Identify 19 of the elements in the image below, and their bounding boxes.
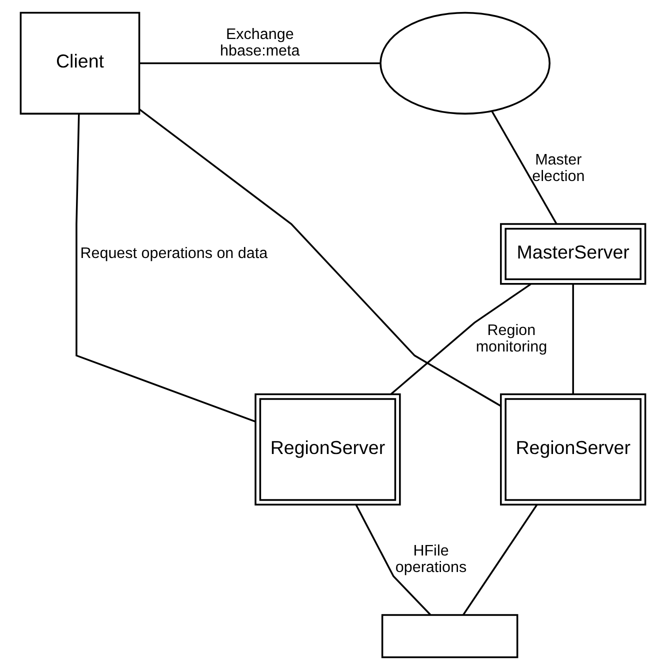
connector	[75, 114, 256, 422]
node-box: MasterServer	[500, 223, 646, 285]
connector	[138, 108, 501, 407]
edge-label: Region monitoring	[475, 322, 547, 356]
node-box: Client	[19, 12, 140, 115]
node-cloud	[379, 12, 550, 115]
edge-label: Request operations on data	[80, 244, 268, 262]
edge-label: Master election	[532, 152, 584, 186]
edge-label: HFile operations	[394, 542, 466, 576]
connector	[572, 284, 574, 394]
connector	[462, 504, 537, 616]
connector	[138, 62, 380, 64]
node-box: RegionServer	[500, 393, 646, 506]
connector	[354, 504, 431, 616]
connector	[490, 111, 557, 224]
edge-label: Exchange hbase:meta	[220, 26, 300, 60]
connector	[390, 283, 531, 395]
node-box	[380, 614, 518, 658]
node-box: RegionServer	[254, 393, 400, 506]
